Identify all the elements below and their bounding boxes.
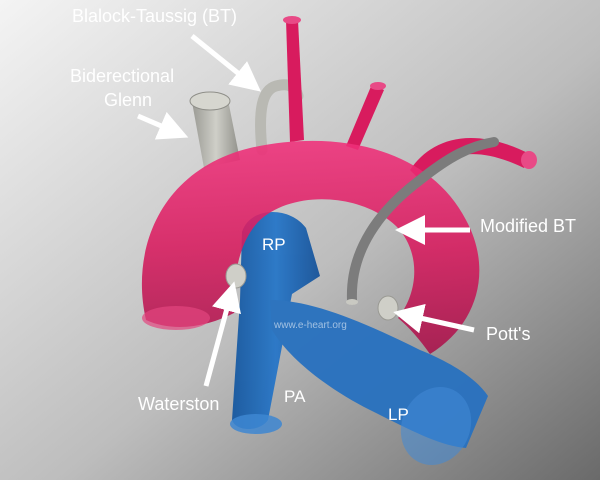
label-glenn-line2: Glenn [104, 90, 152, 110]
aortic-branches [283, 16, 537, 182]
label-blalock-taussig: Blalock-Taussig (BT) [72, 6, 237, 26]
label-waterston: Waterston [138, 394, 219, 414]
aorta-root-opening [142, 306, 210, 330]
potts-connection [377, 295, 399, 321]
label-glenn-line1: Biderectional [70, 66, 174, 86]
watermark: www.e-heart.org [273, 320, 347, 331]
modified-bt-shunt [346, 137, 499, 305]
label-modified-bt: Modified BT [480, 216, 576, 236]
modified-bt-end [346, 299, 358, 305]
arrow-potts [393, 303, 475, 334]
glenn-vessel [189, 91, 240, 168]
label-potts: Pott's [486, 324, 530, 344]
pulmonary-artery [230, 211, 488, 465]
waterston-connection [225, 263, 247, 289]
callout-arrows [137, 34, 475, 387]
arrow-glenn [137, 111, 189, 140]
label-lp: LP [388, 405, 409, 424]
arrow-blalock-taussig [190, 34, 262, 92]
label-pa: PA [284, 387, 306, 406]
label-rp: RP [262, 235, 286, 254]
arrow-waterston [203, 281, 241, 387]
